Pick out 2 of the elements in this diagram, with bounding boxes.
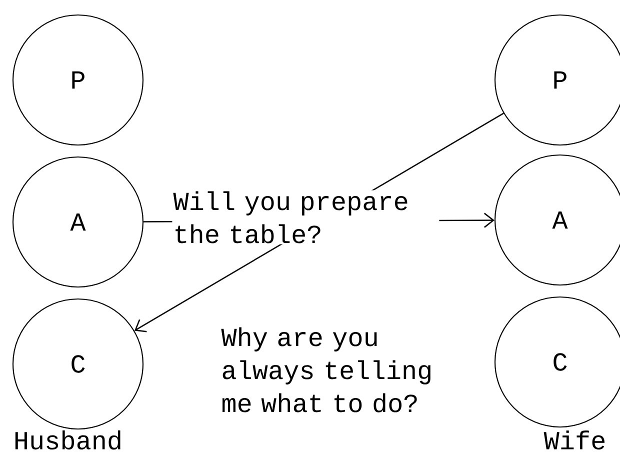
edge-label: Why are you always telling me what to do? bbox=[220, 326, 458, 414]
edge-label: Will you prepare the table? bbox=[172, 190, 440, 244]
